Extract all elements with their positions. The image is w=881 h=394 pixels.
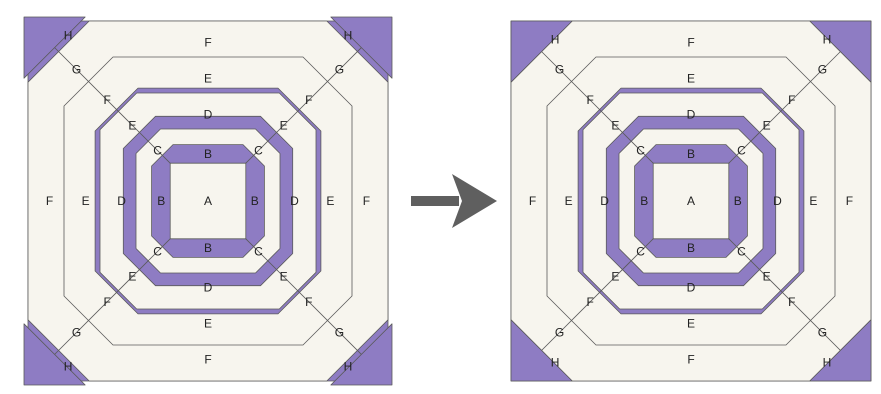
label-H: H <box>823 356 832 370</box>
label-G: G <box>72 63 81 77</box>
label-F: F <box>305 93 312 107</box>
label-F: F <box>587 93 594 107</box>
label-F: F <box>529 194 536 208</box>
label-D: D <box>204 280 213 294</box>
label-E: E <box>128 118 136 132</box>
label-G: G <box>335 63 344 77</box>
label-D: D <box>687 108 696 122</box>
corner-triangle-H <box>510 20 573 83</box>
label-C: C <box>737 244 746 258</box>
label-F: F <box>587 295 594 309</box>
label-H: H <box>344 360 353 374</box>
label-F: F <box>363 194 370 208</box>
corner-triangle-H <box>23 16 86 79</box>
label-F: F <box>788 295 795 309</box>
label-G: G <box>818 63 827 77</box>
label-C: C <box>636 244 645 258</box>
label-B: B <box>251 194 259 208</box>
label-E: E <box>82 194 90 208</box>
label-G: G <box>555 63 564 77</box>
label-F: F <box>46 194 53 208</box>
label-B: B <box>687 147 695 161</box>
label-G: G <box>335 325 344 339</box>
label-C: C <box>254 244 263 258</box>
label-G: G <box>72 325 81 339</box>
label-D: D <box>290 194 299 208</box>
label-H: H <box>823 32 832 46</box>
label-F: F <box>204 352 211 366</box>
corner-triangle-H <box>809 319 872 382</box>
label-E: E <box>763 270 771 284</box>
label-F: F <box>788 93 795 107</box>
label-A: A <box>204 194 212 208</box>
label-B: B <box>204 147 212 161</box>
label-H: H <box>551 356 560 370</box>
label-E: E <box>326 194 334 208</box>
label-H: H <box>64 28 73 42</box>
label-E: E <box>565 194 573 208</box>
label-B: B <box>157 194 165 208</box>
label-C: C <box>254 144 263 158</box>
label-E: E <box>280 118 288 132</box>
block-after-assembly: H H H H F F F F E E E E D D D D B B B B G G G G F F F F E E E E C C C C A <box>510 20 872 382</box>
label-E: E <box>280 270 288 284</box>
corner-triangle-H <box>510 319 573 382</box>
label-D: D <box>773 194 782 208</box>
corner-triangle-H <box>330 16 393 79</box>
label-F: F <box>104 295 111 309</box>
label-E: E <box>809 194 817 208</box>
label-H: H <box>344 28 353 42</box>
corner-triangle-H <box>23 323 86 386</box>
label-F: F <box>846 194 853 208</box>
label-C: C <box>636 144 645 158</box>
label-A: A <box>687 194 695 208</box>
label-E: E <box>204 72 212 86</box>
label-D: D <box>687 280 696 294</box>
arrow-shaft <box>411 196 459 206</box>
label-E: E <box>128 270 136 284</box>
label-E: E <box>611 270 619 284</box>
label-C: C <box>153 244 162 258</box>
label-E: E <box>763 118 771 132</box>
label-F: F <box>104 93 111 107</box>
label-F: F <box>204 36 211 50</box>
right-arrow-icon <box>411 174 497 228</box>
label-B: B <box>734 194 742 208</box>
label-D: D <box>600 194 609 208</box>
label-F: F <box>687 352 694 366</box>
label-F: F <box>305 295 312 309</box>
block-before-assembly: H H H H F F F F E E E E D D D D B B B B G G G G F F F F E E E E C C C C A <box>23 16 393 386</box>
label-E: E <box>611 118 619 132</box>
label-C: C <box>737 144 746 158</box>
label-C: C <box>153 144 162 158</box>
label-B: B <box>687 241 695 255</box>
label-H: H <box>551 32 560 46</box>
corner-triangle-H <box>809 20 872 83</box>
arrow-head <box>452 174 497 228</box>
label-E: E <box>687 316 695 330</box>
label-D: D <box>117 194 126 208</box>
label-D: D <box>204 108 213 122</box>
corner-triangle-H <box>330 323 393 386</box>
label-E: E <box>687 72 695 86</box>
label-B: B <box>640 194 648 208</box>
label-G: G <box>818 325 827 339</box>
label-B: B <box>204 241 212 255</box>
label-G: G <box>555 325 564 339</box>
label-E: E <box>204 316 212 330</box>
label-H: H <box>64 360 73 374</box>
label-F: F <box>687 36 694 50</box>
